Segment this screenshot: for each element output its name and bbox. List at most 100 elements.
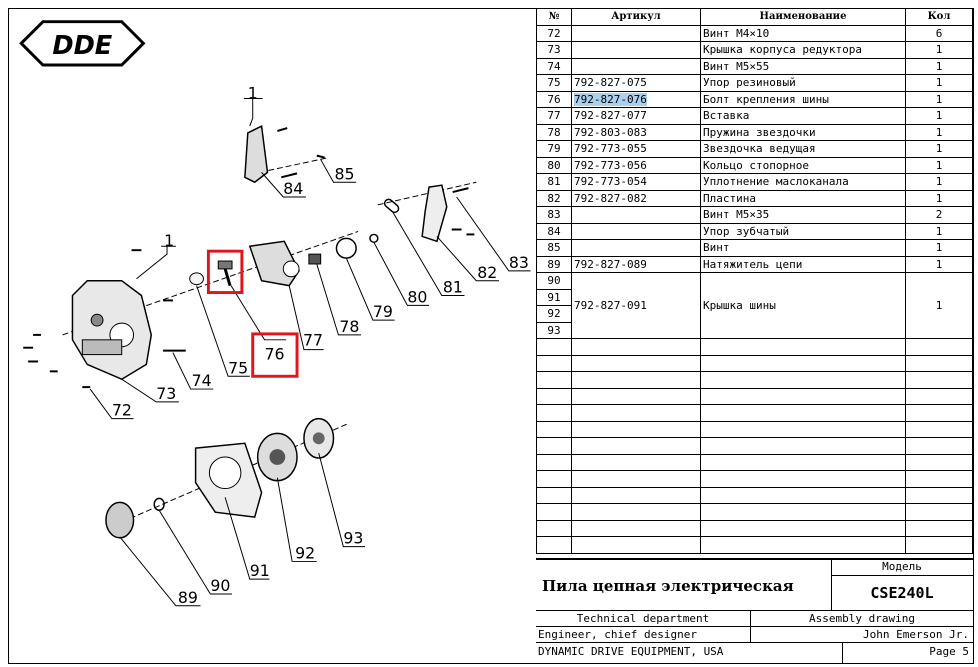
callout-label: 1 [164, 231, 174, 250]
callout-label: 74 [192, 371, 212, 390]
callout-label: 90 [210, 576, 230, 595]
empty-row [536, 354, 973, 372]
cell-name: Упор зубчатый [700, 222, 906, 240]
callout-label: 77 [303, 331, 323, 350]
cell-no: 73 [536, 41, 572, 59]
cell-qty: 1 [905, 173, 973, 191]
cell-qty: 1 [905, 222, 973, 240]
cell-name: Винт M4×10 [700, 24, 906, 42]
cell-qty: 1 [905, 74, 973, 92]
drawing-sheet [8, 8, 974, 664]
cell-qty: 1 [905, 57, 973, 75]
product-name: Пила цепная электрическая [542, 577, 794, 595]
model-label: Модель [882, 560, 922, 573]
cell-article: 792-827-091 [571, 272, 701, 339]
callout-label: 83 [509, 253, 529, 272]
cell-article [571, 24, 701, 42]
cell-qty: 1 [905, 107, 973, 125]
cell-name: Упор резиновый [700, 74, 906, 92]
title-block: Модель Пила цепная электрическая CSE240L… [536, 558, 973, 664]
cell-name: Натяжитель цепи [700, 255, 906, 273]
cell-no: 80 [536, 156, 572, 174]
page-number: Page 5 [929, 645, 969, 658]
cell-article [571, 206, 701, 224]
model-name: CSE240L [870, 584, 934, 602]
cell-no: 85 [536, 239, 572, 257]
cell-article [571, 222, 701, 240]
cell-name: Звездочка ведущая [700, 140, 906, 158]
logo-text: DDE [52, 31, 112, 61]
cell-article [571, 239, 701, 257]
callout-label: 82 [477, 263, 497, 282]
cell-article: 792-773-054 [571, 173, 701, 191]
cell-name: Кольцо стопорное [700, 156, 906, 174]
cell-no: 76 [536, 90, 572, 108]
exploded-view-drawing: DDE [19, 20, 531, 607]
cell-qty: 1 [905, 41, 973, 59]
cell-qty: 1 [905, 255, 973, 273]
person: John Emerson Jr. [863, 628, 969, 641]
cell-name: Винт [700, 239, 906, 257]
cell-qty: 2 [905, 206, 973, 224]
cell-article: 792-827-077 [571, 107, 701, 125]
cell-name: Крышка шины [700, 272, 906, 339]
callout-label: 80 [407, 287, 427, 306]
company: DYNAMIC DRIVE EQUIPMENT, USA [538, 645, 724, 658]
empty-row [536, 338, 973, 356]
callout-label: 73 [156, 384, 176, 403]
header-no: № [536, 8, 572, 26]
cell-qty: 1 [905, 140, 973, 158]
cell-no: 81 [536, 173, 572, 191]
department: Technical department [576, 612, 710, 625]
cell-name: Пластина [700, 189, 906, 207]
callout-label: 1 [248, 83, 258, 102]
role: Engineer, chief designer [538, 628, 697, 641]
cell-no: 83 [536, 206, 572, 224]
header-qty: Кол [905, 8, 973, 26]
cell-no: 77 [536, 107, 572, 125]
cell-name: Пружина звездочки [700, 123, 906, 141]
table-row: 93 [536, 321, 973, 339]
cell-article: 792-827-089 [571, 255, 701, 273]
cell-no: 78 [536, 123, 572, 141]
cell-article: 792-803-083 [571, 123, 701, 141]
cell-qty: 1 [905, 90, 973, 108]
callout-label: 76 [265, 345, 285, 364]
dde-logo: DDE [19, 20, 146, 67]
gear-housing-part [71, 279, 153, 381]
cell-name: Болт крепления шины [700, 90, 906, 108]
empty-row [536, 486, 973, 504]
cell-no: 84 [536, 222, 572, 240]
cell-no: 82 [536, 189, 572, 207]
empty-row [536, 519, 973, 537]
callout-label: 84 [283, 179, 303, 198]
cell-name: Вставка [700, 107, 906, 125]
cell-no: 93 [536, 321, 572, 339]
empty-row [536, 453, 973, 471]
callout-label: 85 [334, 164, 354, 183]
callout-label: 91 [250, 561, 270, 580]
cell-no: 79 [536, 140, 572, 158]
cell-no: 75 [536, 74, 572, 92]
empty-row [536, 470, 973, 488]
empty-row [536, 387, 973, 405]
cell-no: 72 [536, 24, 572, 42]
cell-article [571, 41, 701, 59]
cell-no: 90 [536, 272, 572, 290]
callout-label: 81 [443, 278, 463, 297]
cell-qty: 1 [905, 123, 973, 141]
cell-article: 792-773-056 [571, 156, 701, 174]
cell-name: Винт M5×55 [700, 57, 906, 75]
doc-type: Assembly drawing [809, 612, 915, 625]
cell-article: 792-827-075 [571, 74, 701, 92]
header-article: Артикул [571, 8, 701, 26]
cell-name: Уплотнение маслоканала [700, 173, 906, 191]
cell-qty: 1 [905, 239, 973, 257]
